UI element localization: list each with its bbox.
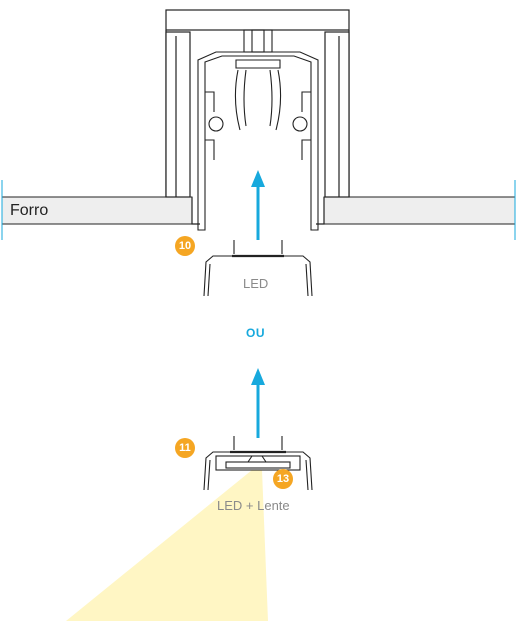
step-badge-10: 10 [175, 236, 195, 256]
step-badge-13: 13 [273, 469, 293, 489]
led-lens-module [203, 436, 313, 491]
aluminium-profile [197, 29, 319, 231]
led-module [203, 240, 313, 297]
light-beam [66, 470, 268, 621]
insert-arrow-bottom [251, 368, 265, 438]
ceiling-panel-left [1, 180, 193, 240]
step-badge-11: 11 [175, 438, 195, 458]
ceiling-panel-right [323, 180, 516, 240]
ceiling-label: Forro [10, 202, 49, 219]
separator-label: OU [246, 326, 265, 340]
led-label: LED [243, 276, 269, 291]
led-lens-label: LED + Lente [217, 498, 290, 513]
recessed-housing [165, 9, 350, 225]
insert-arrow-top [251, 170, 265, 240]
